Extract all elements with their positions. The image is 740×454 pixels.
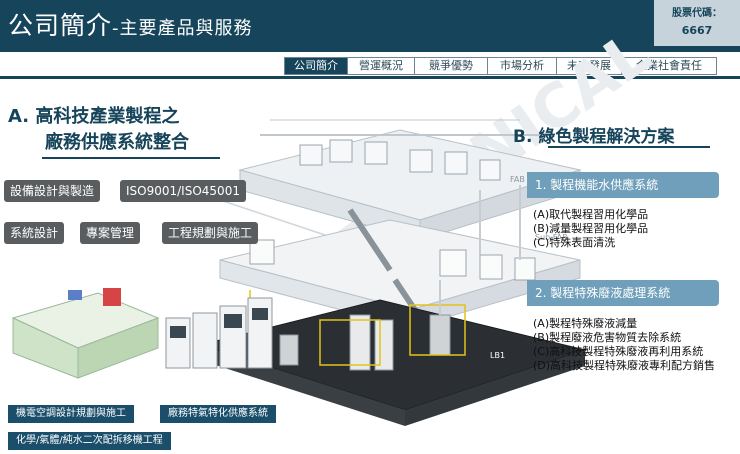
stock-code-value: 6667: [681, 24, 713, 37]
section-a-heading: A. 高科技產業製程之 廠務供應系統整合: [8, 104, 189, 156]
solution-2-bar: 2. 製程特殊廢液處理系統: [527, 280, 719, 306]
section-tabs: 公司簡介 營運概況 競爭優勢 市場分析 未來發展 企業社會責任: [284, 57, 717, 75]
tag-iso: ISO9001/ISO45001: [120, 180, 246, 202]
stock-code-label: 股票代碼：: [672, 8, 722, 19]
list-item: (C)高科技製程特殊廢液再利用系統: [533, 345, 704, 358]
list-item: (D)高科技製程特殊廢液專利配方銷售: [533, 359, 716, 372]
lb1-label: LB1: [490, 351, 505, 360]
tag-system-design: 系統設計: [4, 222, 65, 244]
section-b-heading: B. 綠色製程解決方案: [513, 127, 675, 147]
tab-company-intro[interactable]: 公司簡介: [284, 57, 347, 75]
tab-competitive-advantage[interactable]: 競爭優勢: [414, 57, 487, 75]
tab-underline: [0, 76, 740, 79]
list-item: (A)取代製程習用化學品: [533, 208, 649, 221]
section-a-underline: [42, 157, 220, 159]
tab-market-analysis[interactable]: 市場分析: [487, 57, 556, 75]
list-item: (C)特殊表面清洗: [533, 236, 616, 249]
tag-mep-hvac: 機電空調設計規劃與施工: [8, 405, 134, 423]
list-item: (A)製程特殊廢液減量: [533, 317, 638, 330]
equipment-illustration: [11, 288, 273, 379]
page-subtitle: -主要產品與服務: [112, 18, 253, 39]
header-bar: 公司簡介-主要產品與服務: [0, 0, 740, 52]
page-title: 公司簡介-主要產品與服務: [8, 11, 253, 40]
stock-code-badge: 股票代碼： 6667: [654, 0, 740, 46]
tag-engineering: 工程規劃與施工: [162, 222, 259, 244]
solution-1-items: (A)取代製程習用化學品 (B)減量製程習用化學品 (C)特殊表面清洗: [533, 208, 648, 250]
tab-future-development[interactable]: 未來發展: [556, 57, 621, 75]
tag-hookup: 化學/氣體/純水二次配拆移機工程: [8, 432, 171, 450]
subfab-label: Sub FAB: [535, 233, 568, 242]
list-item: (B)製程廢液危害物質去除系統: [533, 331, 682, 344]
solution-1-bar: 1. 製程機能水供應系統: [527, 172, 719, 198]
section-a-line2: 廠務供應系統整合: [45, 132, 189, 153]
tab-csr[interactable]: 企業社會責任: [621, 57, 717, 75]
tab-operations[interactable]: 營運概況: [347, 57, 414, 75]
tag-specialty-gas: 廠務特氣特化供應系統: [160, 405, 276, 423]
fab-label: FAB: [510, 175, 525, 184]
tag-equipment-design: 設備設計與製造: [4, 180, 101, 202]
tag-project-management: 專案管理: [80, 222, 141, 244]
solution-2-items: (A)製程特殊廢液減量 (B)製程廢液危害物質去除系統 (C)高科技製程特殊廢液…: [533, 317, 715, 373]
section-a-line1: A. 高科技產業製程之: [8, 106, 180, 127]
section-b-underline: [548, 146, 710, 148]
list-item: (B)減量製程習用化學品: [533, 222, 649, 235]
factory-illustration: FAB Sub FAB LB1: [189, 119, 587, 426]
